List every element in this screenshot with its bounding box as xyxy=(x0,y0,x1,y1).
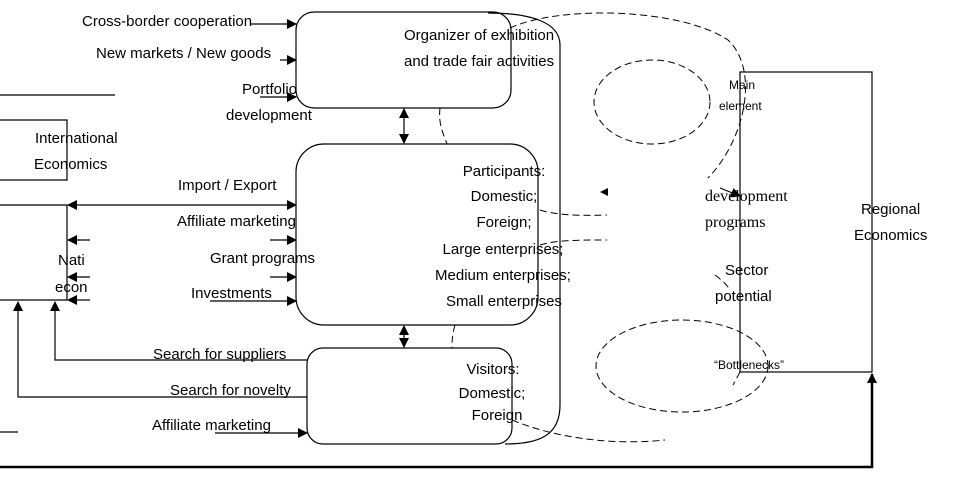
label-import-export: Import / Export xyxy=(178,177,277,194)
outer-bracket xyxy=(487,12,561,445)
participants-small: Small enterprises xyxy=(446,293,562,310)
sector-line-1: Sector xyxy=(725,262,768,279)
dash-link xyxy=(439,107,448,145)
organizer-line-2: and trade fair activities xyxy=(404,53,554,70)
label-portfolio: Portfolio xyxy=(242,81,297,98)
main-element-ellipse xyxy=(593,59,711,145)
visitors-foreign: Foreign xyxy=(472,407,523,424)
label-development: development xyxy=(226,107,313,124)
label-cross-border: Cross-border cooperation xyxy=(82,13,252,30)
national-line-2: econ xyxy=(55,279,88,296)
participants-title: Participants: xyxy=(463,163,546,180)
international-economics-box xyxy=(0,119,68,181)
development-line-1: development xyxy=(705,188,788,205)
label-search-novelty: Search for novelty xyxy=(170,382,291,399)
development-line-2: programs xyxy=(705,214,765,231)
dash-link xyxy=(714,274,731,291)
international-line-1: International xyxy=(35,130,118,147)
international-line-2: Economics xyxy=(34,156,107,173)
sector-line-2: potential xyxy=(715,288,772,305)
organizer-line-1: Organizer of exhibition xyxy=(404,27,554,44)
national-line-1: Nati xyxy=(58,252,85,269)
label-search-suppliers: Search for suppliers xyxy=(153,346,286,363)
main-element-line-2: element xyxy=(719,99,762,113)
visitors-title: Visitors: xyxy=(466,361,519,378)
label-affiliate-marketing: Affiliate marketing xyxy=(177,213,296,230)
dashed-connections xyxy=(439,12,769,443)
participants-foreign: Foreign; xyxy=(476,214,531,231)
bottlenecks-label: “Bottlenecks” xyxy=(714,358,784,372)
dash-link xyxy=(732,371,741,386)
participants-box xyxy=(295,143,539,326)
dash-link xyxy=(539,239,608,246)
main-element-curve xyxy=(509,12,746,179)
national-economics-box xyxy=(0,204,68,301)
participants-large: Large enterprises; xyxy=(443,241,564,258)
dash-link xyxy=(511,419,666,443)
participants-medium: Medium enterprises; xyxy=(435,267,571,284)
regional-line-2: Economics xyxy=(854,227,927,244)
dash-link xyxy=(539,209,608,216)
regional-economics-box xyxy=(739,71,873,373)
main-element-line-1: Main xyxy=(729,78,755,92)
label-new-markets: New markets / New goods xyxy=(96,45,271,62)
participants-domestic: Domestic; xyxy=(471,188,538,205)
regional-line-1: Regional xyxy=(861,201,920,218)
label-investments: Investments xyxy=(191,285,272,302)
dash-link xyxy=(451,324,456,349)
arrowhead-left-icon xyxy=(600,188,608,196)
arrows xyxy=(0,19,877,469)
visitors-box xyxy=(306,347,513,445)
label-grant-programs: Grant programs xyxy=(210,250,315,267)
label-affiliate-marketing-2: Affiliate marketing xyxy=(152,417,271,434)
visitors-domestic: Domestic; xyxy=(459,385,526,402)
bottlenecks-ellipse xyxy=(595,319,769,413)
